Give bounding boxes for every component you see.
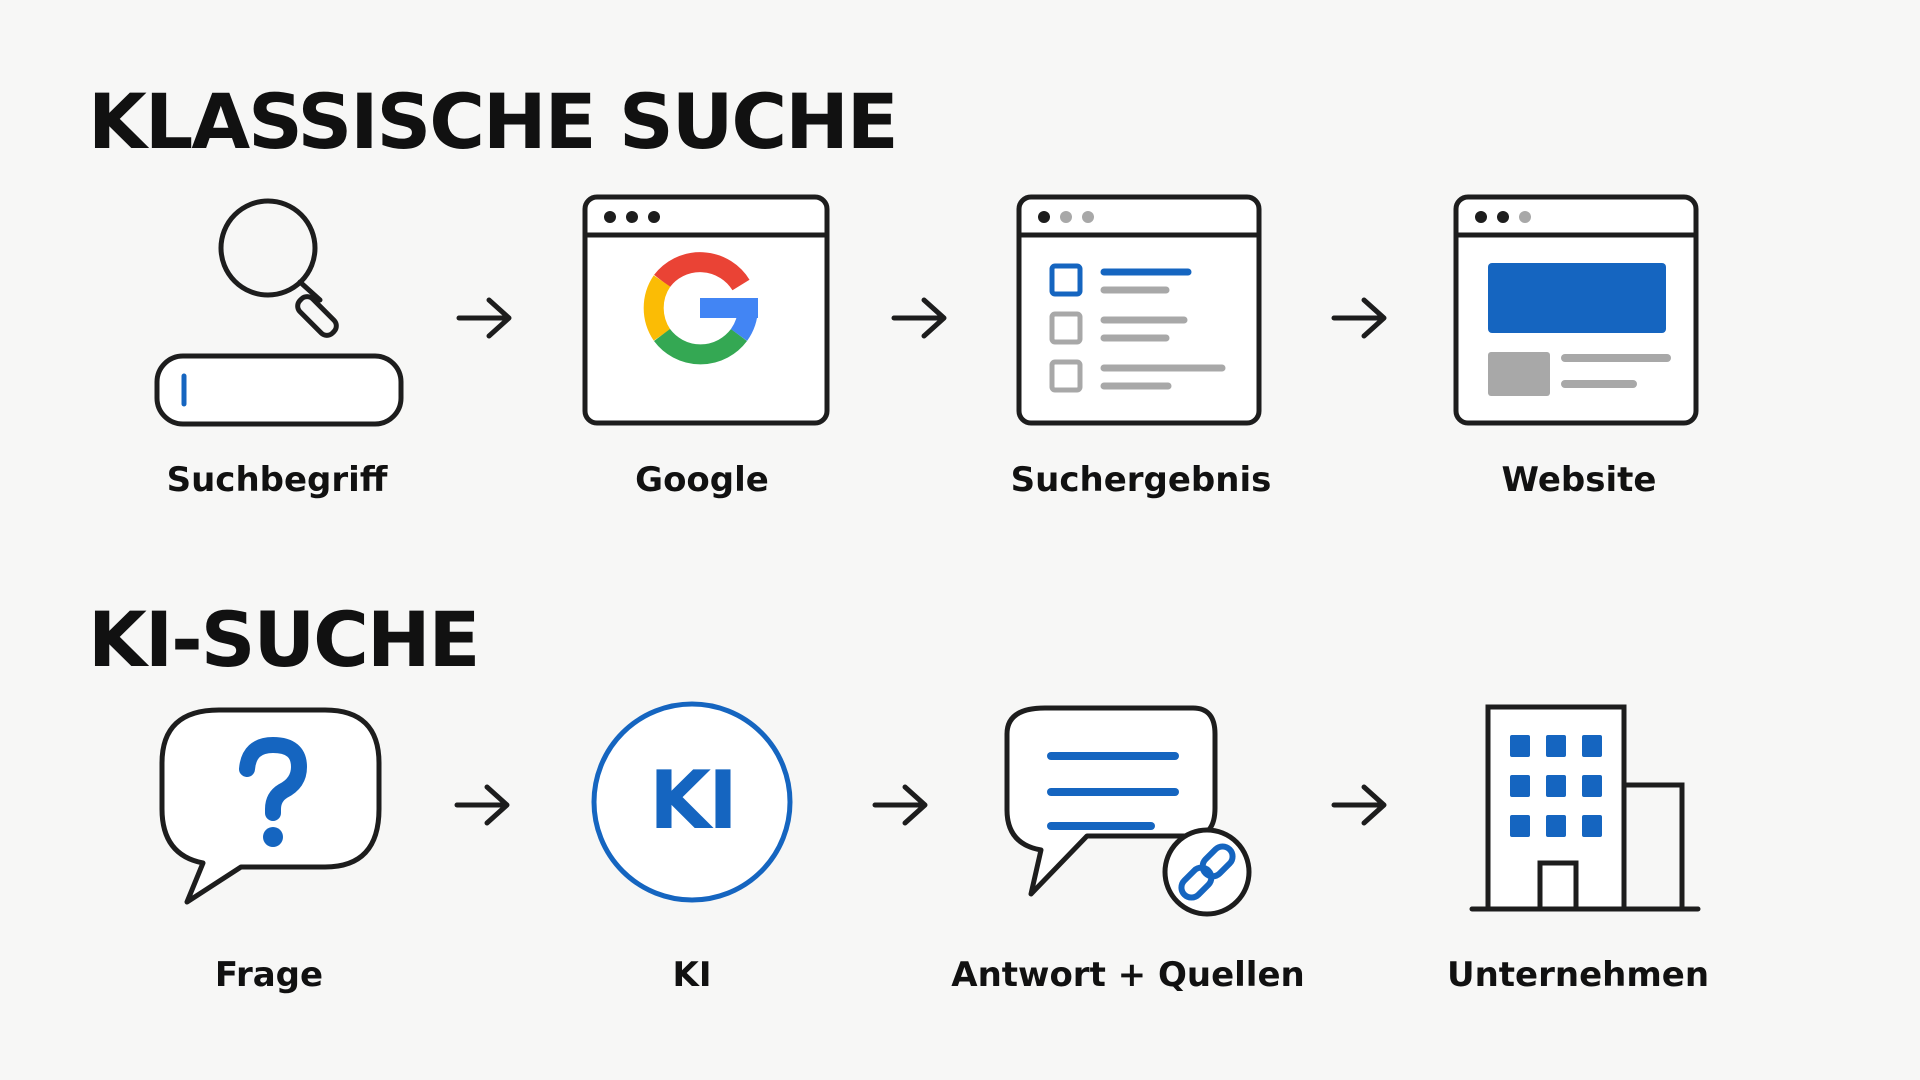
building-icon [1469,704,1701,912]
classic-search-title: KLASSISCHE SUCHE [88,77,899,166]
results-list-icon [1016,194,1262,426]
ki-badge-text: KI [649,754,735,847]
google-browser-icon [582,194,830,426]
arrow-right-icon [456,297,512,339]
question-bubble-icon [159,707,382,905]
ai-search-title: KI-SUCHE [88,595,480,684]
arrow-right-icon [1331,784,1387,826]
link-icon [1178,843,1236,901]
google-g-logo-icon [643,252,758,365]
step-label-unternehmen: Unternehmen [1446,955,1710,995]
answer-bubble-link-icon [1004,705,1252,917]
step-label-website: Website [1501,460,1657,500]
step-label-antwort-quellen: Antwort + Quellen [951,955,1305,995]
ki-circle-icon: KI [591,701,793,903]
arrow-right-icon [872,784,928,826]
step-label-suchbegriff: Suchbegriff [166,460,388,500]
arrow-right-icon [891,297,947,339]
step-label-frage: Frage [214,955,324,995]
arrow-right-icon [454,784,510,826]
step-label-ki: KI [672,955,712,995]
step-label-google: Google [635,460,769,500]
magnifier-search-bar-icon [154,198,404,427]
website-icon [1453,194,1699,426]
step-label-suchergebnis: Suchergebnis [1010,460,1272,500]
arrow-right-icon [1331,297,1387,339]
